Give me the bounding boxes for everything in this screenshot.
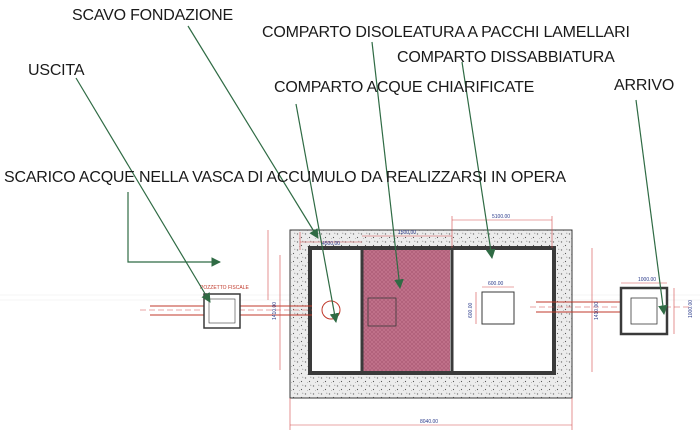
dim-left-height: 1410.00 <box>272 302 278 320</box>
dim-top-left: 4500.00 <box>322 241 340 247</box>
dim-inner-square: 600.00 <box>488 281 504 287</box>
label-scarico: SCARICO ACQUE NELLA VASCA DI ACCUMULO DA… <box>4 169 566 186</box>
pipes <box>150 301 620 316</box>
label-comparto-disoleatura: COMPARTO DISOLEATURA A PACCHI LAMELLARI <box>262 24 630 41</box>
sand-inner-square <box>481 291 515 325</box>
dim-top-mid: 1500.00 <box>398 230 416 236</box>
dim-inner-side: 600.00 <box>468 302 474 318</box>
label-arrivo: ARRIVO <box>614 77 674 94</box>
pozzetto-fiscale-label: POZZETTO FISCALE <box>200 285 249 291</box>
lamella-inner-square <box>367 297 397 327</box>
label-uscita: USCITA <box>28 62 85 79</box>
label-scavo-fondazione: SCAVO FONDAZIONE <box>72 7 233 24</box>
dim-arrivo-box: 1000.00 <box>638 277 656 283</box>
dim-bottom-total: 8040.00 <box>420 419 438 425</box>
dimension-lines <box>267 216 675 430</box>
dim-arrivo-side: 1000.00 <box>688 300 694 318</box>
leader-arrows <box>75 25 668 323</box>
dim-right-height: 1410.00 <box>594 302 600 320</box>
arrivo-box <box>619 286 669 336</box>
label-comparto-acque-chiarificate: COMPARTO ACQUE CHIARIFICATE <box>274 79 534 96</box>
dim-top-right: 5100.00 <box>492 214 510 220</box>
outlet-circle <box>321 300 341 320</box>
lamella-compartment <box>362 250 450 371</box>
label-comparto-dissabbiatura: COMPARTO DISSABBIATURA <box>397 49 615 66</box>
